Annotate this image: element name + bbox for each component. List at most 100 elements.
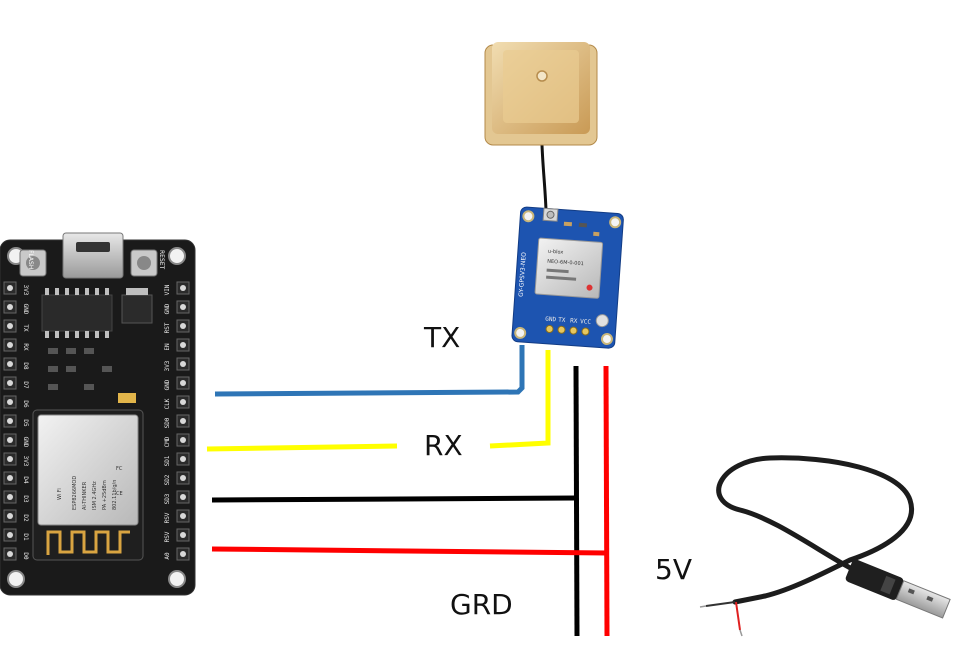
left-pin-label: 3V3 [22,285,29,296]
usb-cable-loop [716,455,915,599]
left-pin-label: RX [22,343,29,351]
micro-usb-port [62,232,124,279]
right-pin-hole [180,323,186,329]
tx-label: TX [424,321,461,354]
right-pin-label: RSV [164,531,171,542]
gps-pin-gnd: GND [545,316,557,324]
left-pin-label: GND [22,304,29,315]
left-pin-label: D7 [22,381,29,389]
antenna-cable [540,144,548,211]
esp-wifi-logo: Wi Fi [57,488,63,500]
flash-button-label: FLASH [27,250,34,269]
gps-pin-tx: TX [558,317,566,325]
right-pin-hole [180,532,186,538]
left-pin-hole [7,513,13,519]
right-pin-hole [180,551,186,557]
right-pin-label: CLK [164,398,171,409]
right-pin-label: EN [164,343,171,351]
reset-button-label: RESET [158,250,165,270]
right-pin-hole [180,437,186,443]
left-pin-label: D3 [22,495,29,503]
usb-red-lead [735,601,741,631]
usb-serial-chip [41,294,113,332]
left-pin-hole [7,551,13,557]
nodemcu-board: FLASH RESET Wi Fi ESP8266MOD AI-THINKER … [0,232,196,596]
chip-text-brand: u-blox [548,249,564,256]
left-pin-hole [7,380,13,386]
gps-board-text: GY-GPSV3-NEO [518,252,528,298]
esp-shield [37,414,139,526]
right-pin-hole [180,494,186,500]
left-pin-hole [7,494,13,500]
gps-antenna [484,42,598,211]
left-pin-hole [7,456,13,462]
esp-fc-mark: FC [116,466,123,472]
right-pin-label: CMD [164,436,171,447]
esp-model-text: ESP8266MOD [72,476,78,510]
left-pin-label: D8 [22,362,29,370]
right-pin-hole [180,418,186,424]
left-pin-label: D1 [22,533,29,541]
left-pin-label: D5 [22,419,29,427]
usb-black-lead [705,601,736,607]
left-pin-label: TX [22,324,29,332]
left-pin-label: D6 [22,400,29,408]
right-pin-label: SD0 [164,417,171,428]
left-pin-label: GND [22,437,29,448]
left-pin-hole [7,475,13,481]
nodemcu-right-pin-header: VINGNDRSTEN3V3GNDCLKSD0CMDSD1SD2SD3RSVRS… [164,281,190,561]
left-pin-hole [7,323,13,329]
rx-label: RX [424,429,463,462]
right-pin-hole [180,399,186,405]
usb-power-cable [699,455,951,637]
right-pin-label: RST [164,322,171,333]
right-pin-hole [180,285,186,291]
left-pin-hole [7,532,13,538]
gps-pin-vcc: VCC [580,318,592,326]
right-pin-label: 3V3 [164,360,171,371]
left-pin-label: 3V3 [22,456,29,467]
right-pin-label: SD1 [164,455,171,466]
left-pin-label: D4 [22,476,29,484]
esp-band-text: ISM 2.4GHz [92,481,98,510]
gps-chip [534,237,604,299]
esp-standard-text: 802.11b/g/n [112,480,118,510]
wires [206,345,610,637]
right-pin-label: RSV [164,512,171,523]
right-pin-hole [180,475,186,481]
ground-label: GRD [450,588,513,621]
right-pin-label: SD3 [164,493,171,504]
antenna-feed-point [536,70,548,82]
ground-wire-horizontal [211,495,577,503]
rx-wire-right [489,350,551,449]
right-pin-label: SD2 [164,474,171,485]
gps-pin-header [545,324,590,336]
right-pin-label: GND [164,303,171,314]
left-pin-hole [7,342,13,348]
right-pin-label: GND [164,379,171,390]
esp-maker-text: AI-THINKER [82,481,88,510]
gps-pin-rx: RX [570,317,578,325]
five-volt-label: 5V [655,553,692,586]
power-wire-horizontal [211,546,608,556]
right-pin-hole [180,342,186,348]
power-wire-vertical [603,365,610,637]
esp-pcb-antenna [46,530,130,555]
left-pin-hole [7,399,13,405]
right-pin-label: VIN [164,284,171,295]
esp-ce-mark: CE [116,491,123,497]
right-pin-hole [180,513,186,519]
chip-text-model: NEO-6M-0-001 [547,259,584,268]
esp-power-text: PA +25dBm [102,480,108,510]
right-pin-hole [180,380,186,386]
right-pin-label: A0 [164,552,171,560]
left-pin-hole [7,361,13,367]
usb-plug-connector [895,580,951,619]
right-pin-hole [180,456,186,462]
tx-wire [214,345,525,397]
left-pin-label: D2 [22,514,29,522]
rx-wire-left [206,443,398,452]
left-pin-hole [7,285,13,291]
